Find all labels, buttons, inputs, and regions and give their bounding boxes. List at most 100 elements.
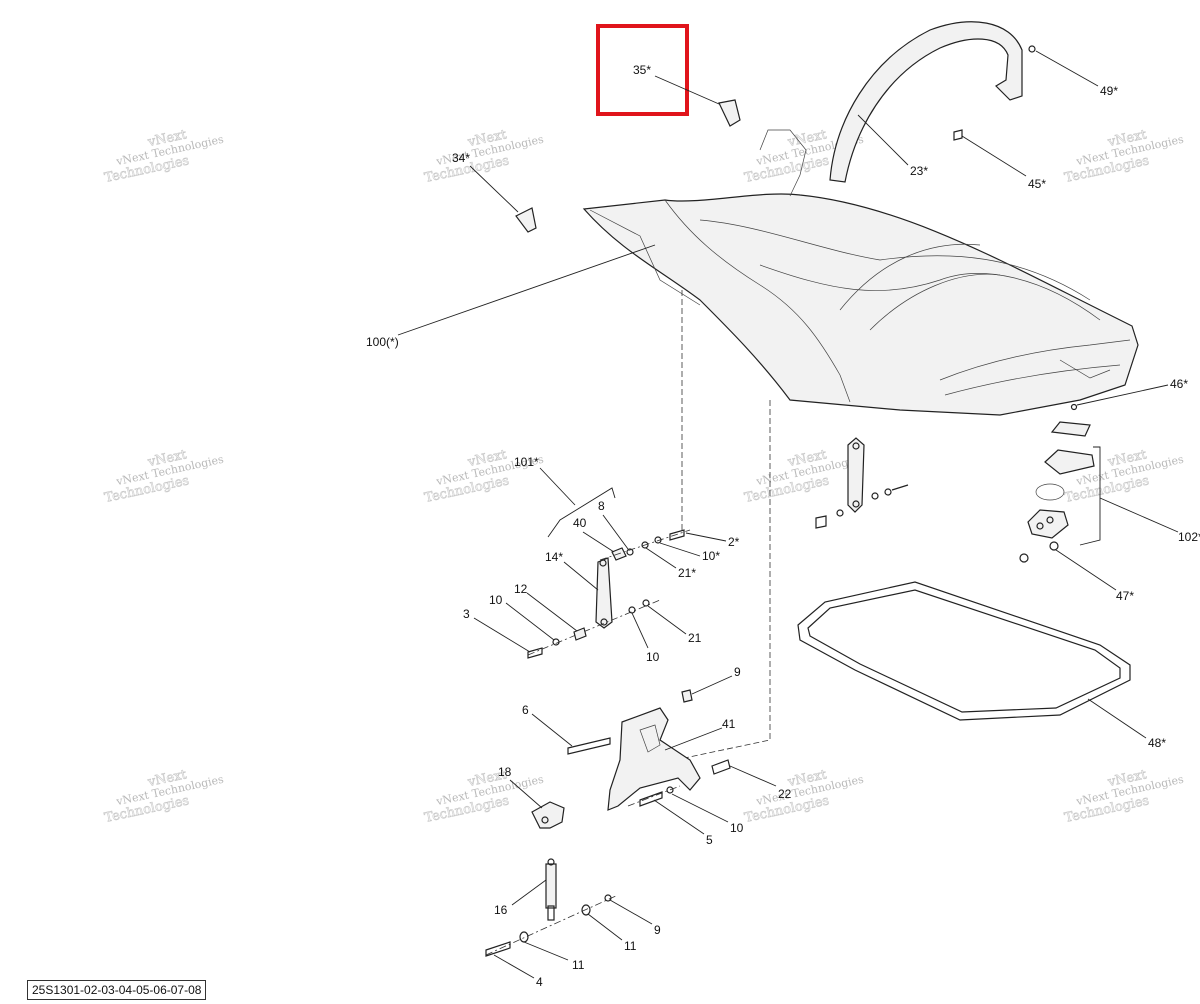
callout-11-lower[interactable]: 11 bbox=[572, 958, 585, 972]
leader-102 bbox=[1099, 497, 1179, 533]
callout-40[interactable]: 40 bbox=[573, 516, 587, 530]
callout-34[interactable]: 34* bbox=[452, 151, 470, 165]
leader-45 bbox=[961, 135, 1027, 177]
bracket-102 bbox=[1079, 446, 1101, 546]
callout-8[interactable]: 8 bbox=[598, 499, 605, 513]
part-3-bolt[interactable] bbox=[527, 647, 543, 659]
callout-101[interactable]: 101* bbox=[514, 455, 539, 469]
part-21-washer[interactable] bbox=[641, 541, 649, 549]
part-4-bolt[interactable] bbox=[485, 941, 511, 957]
part-11-washer[interactable] bbox=[581, 904, 591, 916]
leader-12 bbox=[526, 592, 578, 632]
leader-22 bbox=[729, 765, 777, 787]
part-41-bracket[interactable] bbox=[607, 707, 701, 811]
watermark: vNext vNext Technologies Technologies bbox=[423, 767, 545, 826]
clevis-hole bbox=[541, 816, 549, 824]
part-16-strut[interactable] bbox=[545, 858, 557, 921]
leader-6 bbox=[531, 713, 573, 747]
part-9-spacer[interactable] bbox=[681, 689, 693, 703]
callout-14[interactable]: 14* bbox=[545, 550, 563, 564]
part-45-screw[interactable] bbox=[953, 129, 963, 141]
callout-11-upper[interactable]: 11 bbox=[624, 939, 637, 953]
part-2-bolt[interactable] bbox=[669, 529, 685, 541]
leader-35 bbox=[654, 75, 720, 105]
callout-16[interactable]: 16 bbox=[494, 903, 508, 917]
leader-100 bbox=[397, 244, 656, 336]
leader-101 bbox=[539, 467, 576, 506]
part-21-nut[interactable] bbox=[642, 599, 650, 607]
part-48-seal[interactable] bbox=[797, 581, 1131, 721]
leader-9-lower bbox=[609, 899, 653, 925]
leader-21-upper bbox=[645, 547, 677, 569]
part-34-cap[interactable] bbox=[515, 207, 537, 233]
part-23-strap[interactable] bbox=[829, 21, 1023, 183]
callout-23[interactable]: 23* bbox=[910, 164, 928, 178]
part-46-screw[interactable] bbox=[1070, 403, 1078, 411]
callout-102[interactable]: 102* bbox=[1178, 530, 1200, 544]
callout-2[interactable]: 2* bbox=[728, 535, 740, 549]
leader-40 bbox=[582, 531, 615, 553]
part-10-washer[interactable] bbox=[628, 606, 636, 614]
callout-3[interactable]: 3 bbox=[463, 607, 470, 621]
watermark: vNext vNext Technologies Technologies bbox=[103, 127, 225, 186]
leader-18 bbox=[509, 779, 543, 809]
callout-21-upper[interactable]: 21* bbox=[678, 566, 696, 580]
leader-4 bbox=[493, 954, 535, 979]
callout-35[interactable]: 35* bbox=[633, 63, 651, 77]
callout-47[interactable]: 47* bbox=[1116, 589, 1134, 603]
part-10-washer[interactable] bbox=[666, 786, 674, 794]
part-47-nut[interactable] bbox=[1049, 541, 1059, 551]
part-100-seat[interactable] bbox=[582, 129, 1139, 416]
leader-10-mid bbox=[505, 602, 555, 641]
watermark: vNext vNext Technologies Technologies bbox=[1063, 447, 1185, 506]
callout-6[interactable]: 6 bbox=[522, 703, 529, 717]
leader-10-bracket bbox=[671, 793, 729, 823]
watermark: vNext vNext Technologies Technologies bbox=[423, 127, 545, 186]
part-8-nut[interactable] bbox=[626, 548, 634, 556]
part-102-latch-assembly[interactable] bbox=[1027, 421, 1095, 539]
axis-line bbox=[485, 894, 619, 956]
callout-10-bracket[interactable]: 10 bbox=[730, 821, 744, 835]
callout-18[interactable]: 18 bbox=[498, 765, 512, 779]
callout-4[interactable]: 4 bbox=[536, 975, 543, 989]
part-6-bolt[interactable] bbox=[567, 737, 611, 755]
part-5-bolt[interactable] bbox=[639, 791, 663, 807]
leader-9-upper bbox=[691, 675, 733, 695]
callout-5[interactable]: 5 bbox=[706, 833, 713, 847]
part-18-clevis[interactable] bbox=[531, 801, 565, 829]
part-11-washer[interactable] bbox=[519, 931, 529, 943]
leader-48 bbox=[1087, 698, 1147, 739]
callout-9-lower[interactable]: 9 bbox=[654, 923, 661, 937]
part-10-washer[interactable] bbox=[552, 638, 560, 646]
callout-21-low[interactable]: 21 bbox=[688, 631, 702, 645]
highlight-box bbox=[596, 24, 689, 116]
bracket-101 bbox=[547, 487, 616, 538]
leader-3 bbox=[473, 617, 531, 653]
leader-11-lower bbox=[523, 941, 569, 961]
watermark: vNext vNext Technologies Technologies bbox=[103, 447, 225, 506]
callout-48[interactable]: 48* bbox=[1148, 736, 1166, 750]
callout-49[interactable]: 49* bbox=[1100, 84, 1118, 98]
hinge-arm-assembly[interactable] bbox=[815, 437, 909, 529]
callout-10-mid[interactable]: 10 bbox=[489, 593, 503, 607]
callout-45[interactable]: 45* bbox=[1028, 177, 1046, 191]
leader-49 bbox=[1035, 50, 1099, 87]
callout-41[interactable]: 41 bbox=[722, 717, 736, 731]
axis-line bbox=[599, 529, 691, 561]
callout-22[interactable]: 22 bbox=[778, 787, 792, 801]
part-14-link[interactable] bbox=[595, 557, 613, 629]
part-9-nut[interactable] bbox=[604, 894, 612, 902]
callout-10-low[interactable]: 10 bbox=[646, 650, 660, 664]
watermark: vNext vNext Technologies Technologies bbox=[1063, 767, 1185, 826]
callout-9-upper[interactable]: 9 bbox=[734, 665, 741, 679]
callout-10-upper[interactable]: 10* bbox=[702, 549, 720, 563]
part-22-pin[interactable] bbox=[711, 759, 731, 775]
callout-12[interactable]: 12 bbox=[514, 582, 528, 596]
callout-100[interactable]: 100(*) bbox=[366, 335, 399, 349]
part-35-cap[interactable] bbox=[718, 99, 741, 127]
leader-21-low bbox=[647, 605, 687, 635]
part-49-screw[interactable] bbox=[1028, 45, 1036, 53]
part-47-nut[interactable] bbox=[1019, 553, 1029, 563]
callout-46[interactable]: 46* bbox=[1170, 377, 1188, 391]
